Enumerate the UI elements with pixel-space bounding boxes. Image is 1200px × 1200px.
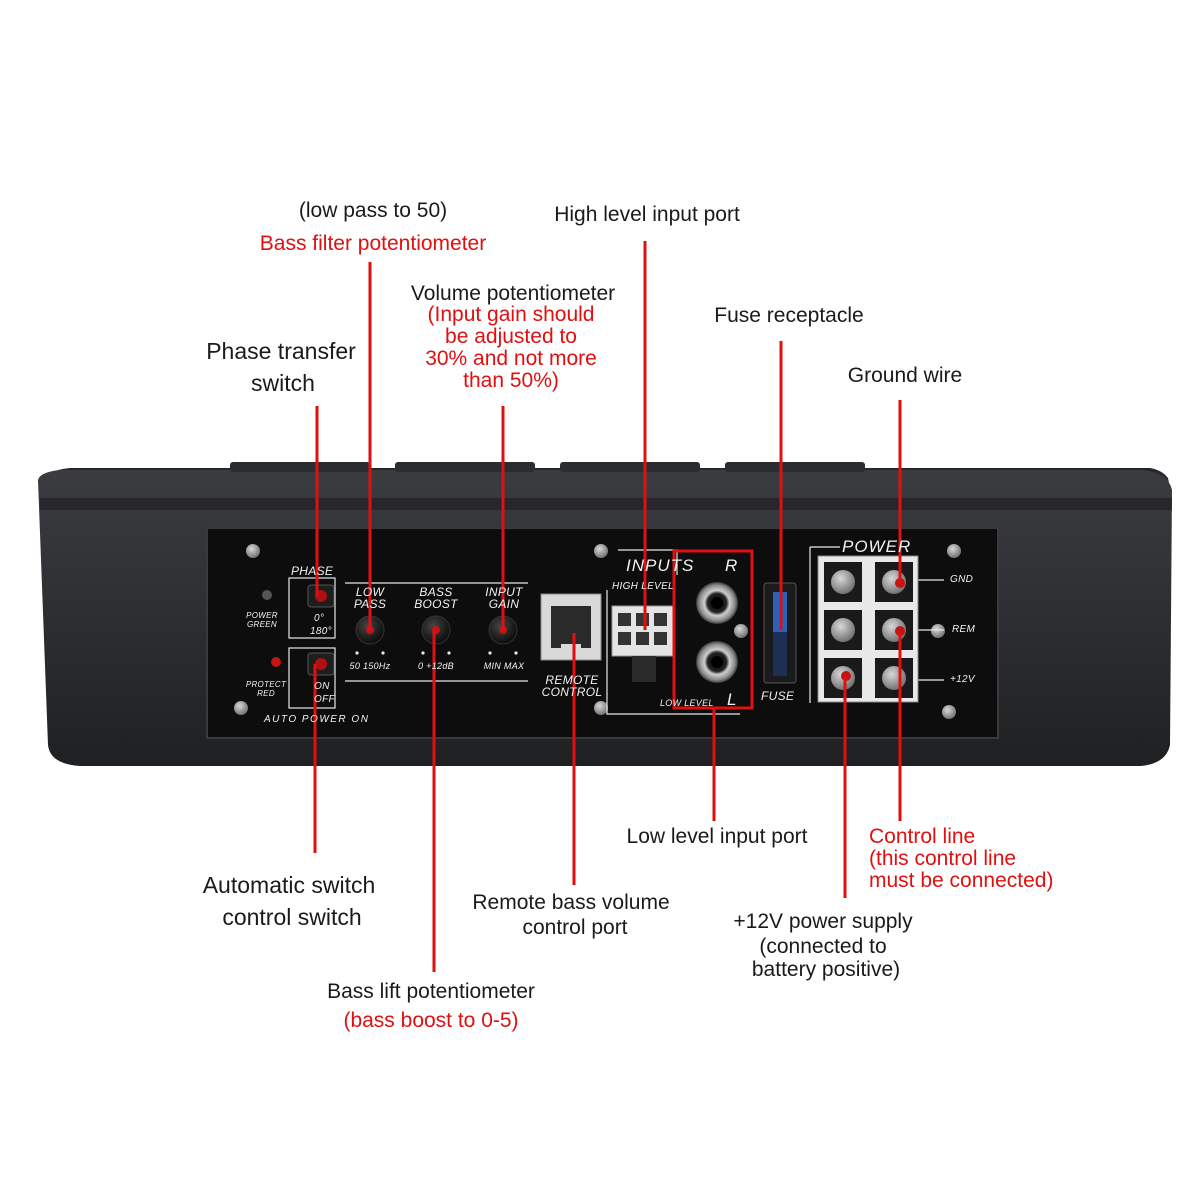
remote-port-line2: control port bbox=[522, 916, 627, 940]
power-supply-line1: +12V power supply bbox=[733, 910, 912, 934]
bass-filter-caption: (low pass to 50) bbox=[299, 199, 447, 223]
phase-label-line2: switch bbox=[251, 367, 315, 399]
bass-filter-title: Bass filter potentiometer bbox=[260, 232, 486, 256]
panel-power-green-label: GREEN bbox=[247, 620, 277, 629]
volume-note-1: (Input gain should bbox=[428, 304, 595, 326]
fuse-receptacle-label: Fuse receptacle bbox=[714, 304, 863, 328]
rca-input-right[interactable] bbox=[696, 582, 738, 624]
panel-12v-label: +12V bbox=[950, 675, 975, 685]
panel-fuse-label: FUSE bbox=[761, 690, 794, 702]
auto-switch-line1: Automatic switch bbox=[203, 869, 376, 901]
panel-protect-label: PROTECT bbox=[246, 680, 286, 689]
panel-phase-180-label: 180° bbox=[310, 627, 332, 637]
low-level-input-label: Low level input port bbox=[627, 825, 808, 849]
panel-l-label: L bbox=[727, 691, 737, 708]
protect-led bbox=[271, 657, 281, 667]
panel-high-level-label: HIGH LEVEL bbox=[612, 582, 674, 592]
panel-power-terminal-label: POWER bbox=[842, 538, 911, 555]
panel-on-label: ON bbox=[314, 682, 330, 692]
panel-auto-power-label: AUTO POWER ON bbox=[264, 715, 369, 725]
bass-boost-knob[interactable] bbox=[422, 616, 450, 644]
auto-power-switch[interactable] bbox=[308, 653, 334, 675]
rca-input-left[interactable] bbox=[696, 641, 738, 683]
control-line-2: (this control line bbox=[869, 848, 1016, 870]
panel-input-gain-range: MIN MAX bbox=[484, 661, 525, 671]
panel-bass-boost-range: 0 +12dB bbox=[418, 661, 454, 671]
volume-note-4: than 50%) bbox=[463, 370, 559, 392]
power-supply-line2: (connected to bbox=[759, 935, 886, 959]
panel-inputs-label: INPUTS bbox=[626, 557, 694, 574]
power-supply-line3: battery positive) bbox=[752, 958, 900, 982]
phase-label-line1: Phase transfer bbox=[206, 335, 356, 367]
control-line-3: must be connected) bbox=[869, 870, 1053, 892]
phase-switch[interactable] bbox=[308, 585, 334, 607]
panel-boost-label: BOOST bbox=[414, 598, 458, 610]
panel-pass-label: PASS bbox=[354, 598, 386, 610]
power-led bbox=[262, 590, 272, 600]
remote-control-port[interactable] bbox=[541, 594, 601, 660]
panel-control-label: CONTROL bbox=[542, 686, 603, 698]
auto-switch-line2: control switch bbox=[222, 901, 361, 933]
panel-phase-0-label: 0° bbox=[314, 614, 324, 624]
bass-lift-title: Bass lift potentiometer bbox=[327, 980, 535, 1004]
panel-protect-red-label: RED bbox=[257, 689, 275, 698]
panel-phase-label: PHASE bbox=[291, 565, 333, 577]
control-line-1: Control line bbox=[869, 826, 975, 848]
high-level-input-label: High level input port bbox=[554, 203, 740, 227]
panel-power-label: POWER bbox=[246, 611, 278, 620]
panel-off-label: OFF bbox=[314, 695, 335, 705]
panel-low-level-label: LOW LEVEL bbox=[660, 698, 714, 708]
panel-gain-label: GAIN bbox=[489, 598, 520, 610]
panel-r-label: R bbox=[725, 557, 738, 574]
volume-note-3: 30% and not more bbox=[425, 348, 597, 370]
volume-note-2: be adjusted to bbox=[445, 326, 577, 348]
bass-lift-note: (bass boost to 0-5) bbox=[343, 1009, 518, 1033]
remote-port-line1: Remote bass volume bbox=[472, 891, 669, 915]
ground-wire-label: Ground wire bbox=[848, 364, 962, 388]
panel-rem-label: REM bbox=[952, 625, 975, 635]
panel-gnd-label: GND bbox=[950, 575, 973, 585]
panel-low-pass-range: 50 150Hz bbox=[350, 661, 391, 671]
